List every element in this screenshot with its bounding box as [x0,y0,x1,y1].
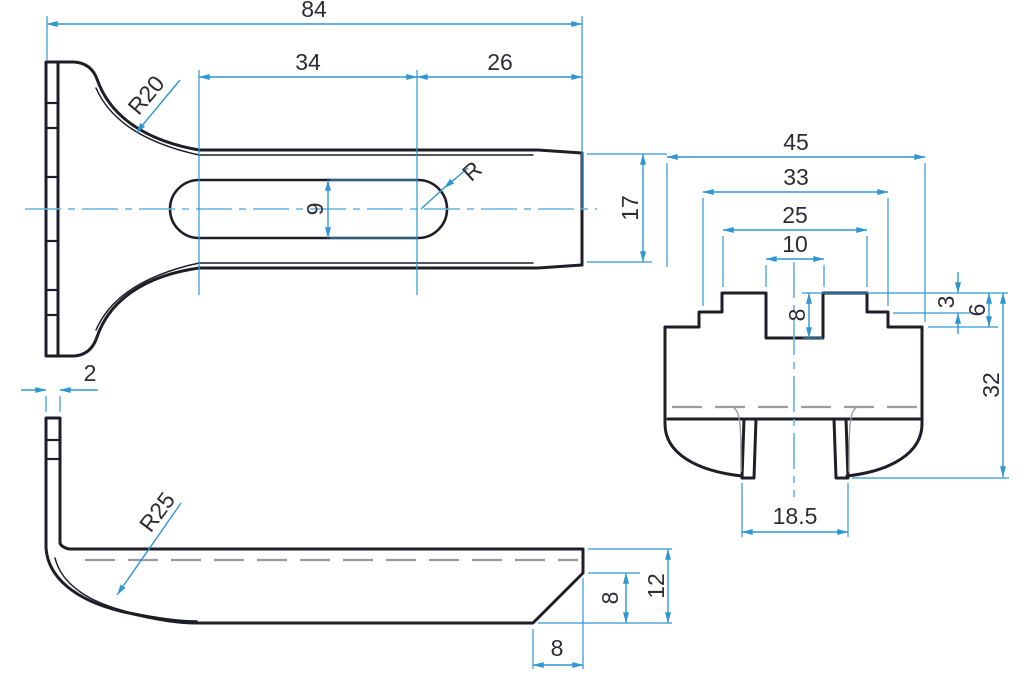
dim-label-26: 26 [487,49,513,75]
dim-label-8-chamfer-h: 8 [551,635,564,661]
dim-label-3: 3 [933,296,959,309]
leg-bend-tangent-right [848,407,857,472]
dim-label-18_5: 18.5 [773,503,818,529]
dim-label-6: 6 [964,304,990,317]
dim-label-8-chamfer-v: 8 [597,592,623,605]
leader-r20 [135,79,181,134]
bend-tangent-curve [54,557,198,622]
leg-bend-tangent-left [733,407,742,472]
side-view: 2 R25 8 8 12 [21,360,672,669]
flare-bottom-outline [56,263,584,358]
leader-r-outer [443,167,469,189]
dim-label-8-notch: 8 [784,309,810,322]
leg-profile-outline [44,541,585,625]
body-outline-right [845,325,924,478]
dim-label-33: 33 [783,164,809,190]
leader-r-inner [420,187,445,210]
dim-label-10: 10 [782,231,808,257]
leader-r25 [116,502,182,596]
end-view: 45 33 25 10 8 3 6 32 18.5 [663,129,1009,537]
dim-label-34: 34 [295,49,321,75]
dim-label-25: 25 [782,202,808,228]
dim-label-2: 2 [84,360,97,386]
dim-label-45: 45 [783,129,809,155]
dim-label-84: 84 [301,0,327,22]
serration-ticks [46,101,58,317]
dim-label-17: 17 [617,195,643,221]
right-leg-outline [832,417,850,480]
dim-label-9: 9 [302,203,328,216]
wall-outline [44,416,62,550]
flare-top-outline [56,60,584,155]
bend-tangent-bottom [95,262,534,331]
left-leg-outline [740,417,758,480]
dim-label-12: 12 [643,573,669,599]
top-view: 84 34 26 R20 9 R 17 [25,0,667,358]
dim-label-32: 32 [978,372,1004,398]
